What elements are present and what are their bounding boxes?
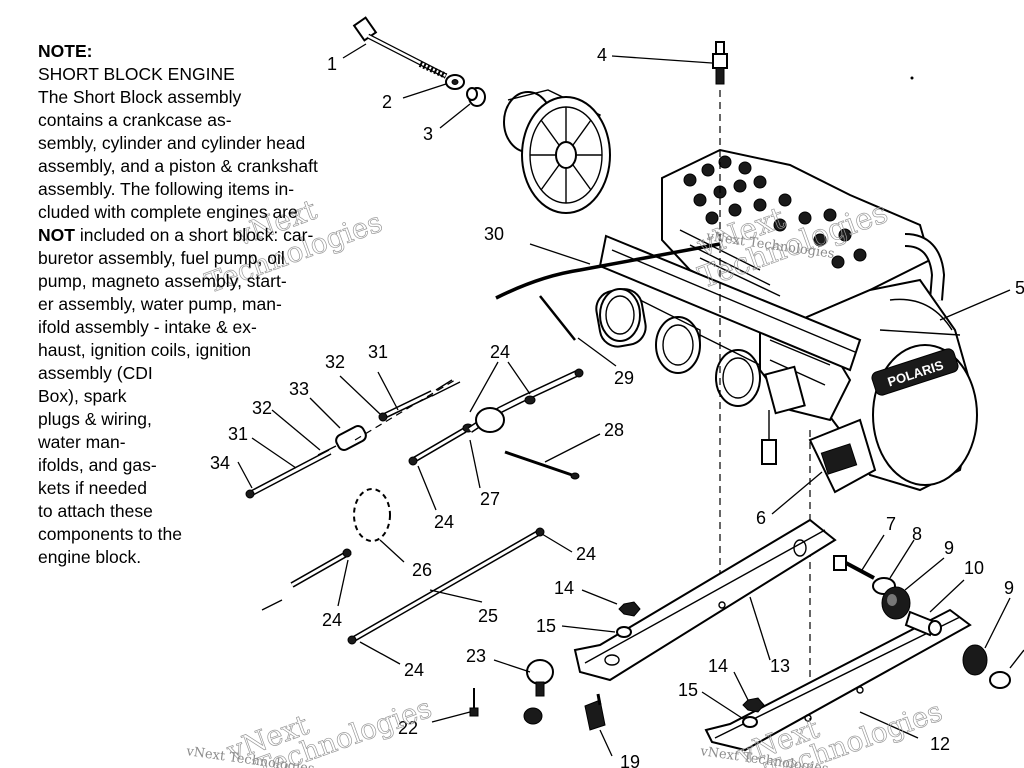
part-lock-washer (742, 716, 758, 728)
part-rubber-mount-2 (962, 644, 1024, 689)
callout-13: 13 (770, 656, 790, 676)
callout-7: 7 (886, 514, 896, 534)
callout-3: 3 (423, 124, 433, 144)
callout-6: 6 (756, 508, 766, 528)
callout-24d: 24 (322, 610, 342, 630)
note-line: buretor assembly, fuel pump, oil (38, 248, 285, 268)
callout-12: 12 (930, 734, 950, 754)
callout-31a: 31 (368, 342, 388, 362)
part-damper (523, 659, 554, 725)
callout-32b: 32 (252, 398, 272, 418)
note-line: cluded with complete engines are (38, 202, 298, 222)
callout-14b: 14 (708, 656, 728, 676)
callout-9b: 9 (1004, 578, 1014, 598)
callout-5: 5 (1015, 278, 1024, 298)
note-line: assembly. The following items in- (38, 179, 295, 199)
part-nut (742, 697, 765, 713)
callout-32a: 32 (325, 352, 345, 372)
note-line: haust, ignition coils, ignition (38, 340, 252, 360)
note-line: pump, magneto assembly, start- (38, 271, 287, 291)
callout-24e: 24 (404, 660, 424, 680)
callout-2: 2 (382, 92, 392, 112)
note-line: kets if needed (38, 478, 147, 498)
callout-28: 28 (604, 420, 624, 440)
part-washer (445, 74, 465, 90)
note-line: plugs & wiring, (38, 409, 152, 429)
callout-19: 19 (620, 752, 640, 768)
callout-10: 10 (964, 558, 984, 578)
note-line: SHORT BLOCK ENGINE (38, 64, 235, 84)
callout-34: 34 (210, 453, 230, 473)
note-block: NOTE: SHORT BLOCK ENGINE The Short Block… (38, 40, 368, 569)
part-bolt-long (352, 16, 448, 79)
callout-27: 27 (480, 489, 500, 509)
callout-33: 33 (289, 379, 309, 399)
part-rod-assembly (245, 368, 584, 645)
callout-23: 23 (466, 646, 486, 666)
part-mounting-plate-front (573, 518, 837, 682)
part-lock-washer (616, 626, 632, 638)
note-title: NOTE: (38, 41, 93, 61)
callout-15: 15 (536, 616, 556, 636)
part-spark-plug (712, 41, 728, 160)
note-line: assembly (CDI (38, 363, 153, 383)
note-line: ifold assembly - intake & ex- (38, 317, 257, 337)
part-spacer (904, 610, 942, 637)
callout-24a: 24 (490, 342, 510, 362)
note-line-emphasis: NOT included on a short block: car- (38, 224, 368, 247)
note-line: to attach these (38, 501, 153, 521)
callout-8: 8 (912, 524, 922, 544)
part-intake-manifold (595, 234, 862, 465)
note-line: The Short Block assembly (38, 87, 242, 107)
callout-4: 4 (597, 45, 607, 65)
note-line: engine block. (38, 547, 142, 567)
callout-22: 22 (398, 718, 418, 738)
callout-9: 9 (944, 538, 954, 558)
callout-1: 1 (327, 54, 337, 74)
callout-24c: 24 (576, 544, 596, 564)
part-stud (469, 688, 479, 717)
callout-26: 26 (412, 560, 432, 580)
callout-31b: 31 (228, 424, 248, 444)
callout-15b: 15 (678, 680, 698, 700)
part-mount-bracket (808, 418, 877, 494)
part-mounting-plate-rear (704, 608, 972, 752)
note-line: contains a crankcase as- (38, 110, 232, 130)
part-pulley (503, 89, 611, 214)
note-line: included on a short block: car- (79, 225, 314, 245)
part-fitting (584, 693, 606, 731)
note-line: components to the (38, 524, 182, 544)
note-emphasis: NOT (38, 225, 75, 245)
note-line: water man- (38, 432, 126, 452)
callout-25: 25 (478, 606, 498, 626)
note-line: assembly, and a piston & crankshaft (38, 156, 318, 176)
note-line: ifolds, and gas- (38, 455, 157, 475)
part-rubber-mount (881, 586, 911, 620)
part-throttle-cable (495, 242, 721, 341)
note-line: Box), spark (38, 386, 127, 406)
callout-29: 29 (614, 368, 634, 388)
note-line: sembly, cylinder and cylinder head (38, 133, 306, 153)
callout-labels: 1 2 3 4 5 6 7 8 9 10 9 12 13 14 15 14 15… (210, 45, 1024, 768)
part-mount-bolt (833, 555, 875, 580)
part-nut (618, 601, 641, 617)
note-line: er assembly, water pump, man- (38, 294, 282, 314)
leader-lines (237, 43, 1011, 757)
part-bushing (466, 87, 486, 107)
callout-24b: 24 (434, 512, 454, 532)
callout-30: 30 (484, 224, 504, 244)
callout-14: 14 (554, 578, 574, 598)
speck (910, 76, 914, 80)
